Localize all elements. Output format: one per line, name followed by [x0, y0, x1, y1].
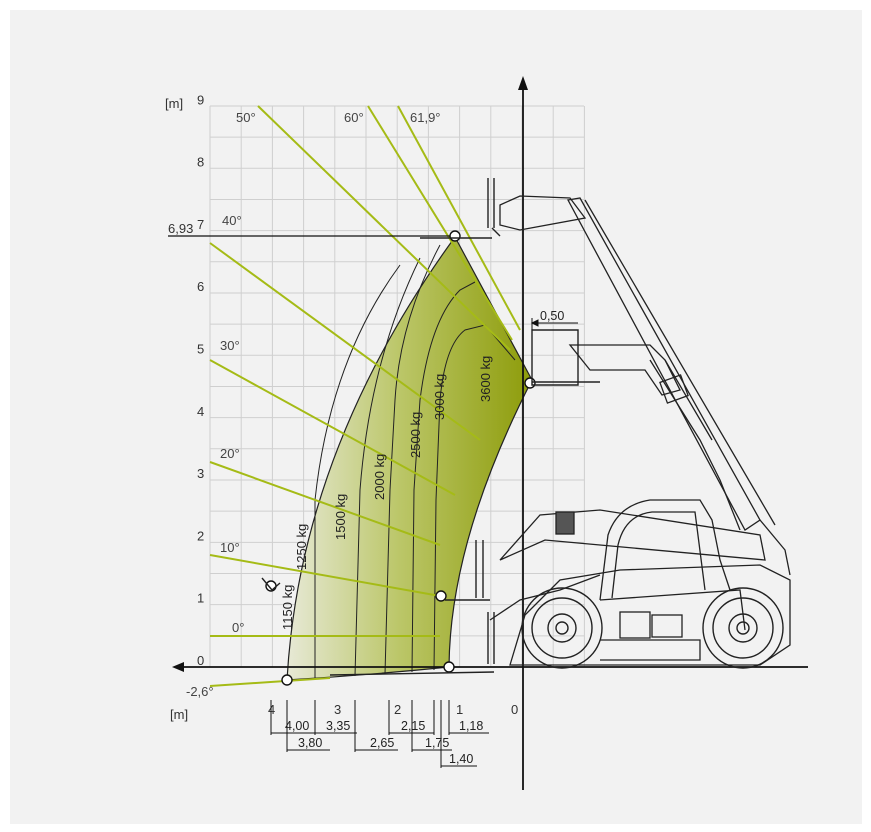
capacity-curve-2000 [384, 244, 441, 675]
y-unit-label: [m] [165, 96, 183, 111]
angle-line-50 [257, 105, 511, 351]
angle-label: 10° [220, 540, 240, 555]
fork-offset-dimension [530, 318, 578, 330]
angle-label: 20° [220, 446, 240, 461]
reach-dim-label: 3,35 [326, 719, 350, 733]
capacity-curve-1500 [354, 257, 421, 677]
angle-label: 50° [236, 110, 256, 125]
telehandler-body [509, 499, 791, 666]
x-unit-label: [m] [170, 707, 188, 722]
x-tick-label: 2 [394, 702, 401, 717]
diagram-panel: 0,50 [m] [m] 6,93 0 1 2 3 4 5 6 7 8 9 4 3 2 1 0 50° 60… [10, 10, 862, 824]
capacity-label: 2500 kg [408, 412, 423, 458]
angle-line-60 [367, 105, 513, 341]
angle-label: 0° [232, 620, 244, 635]
fork-carriages [261, 178, 600, 676]
y-tick-label: 3 [197, 466, 204, 481]
angle-label: 61,9° [410, 110, 441, 125]
fork-offset-label: 0,50 [540, 309, 564, 323]
reach-dim-label: 2,65 [370, 736, 394, 750]
rear-wheel [702, 587, 784, 669]
reach-dim-label: 1,75 [425, 736, 449, 750]
angle-label: -2,6° [186, 684, 214, 699]
angle-label: 60° [344, 110, 364, 125]
load-zone [286, 235, 533, 681]
angle-line-30 [209, 359, 456, 496]
y-axis-arrow [518, 76, 528, 90]
capacity-label: 1150 kg [280, 585, 295, 630]
max-height-label: 6,93 [168, 221, 193, 236]
capacity-curve-1250 [314, 264, 401, 678]
pivot-top [449, 230, 461, 242]
x-tick-label: 4 [268, 702, 275, 717]
x-tick-label: 3 [334, 702, 341, 717]
capacity-curve-2500 [411, 281, 476, 673]
y-tick-label: 0 [197, 653, 204, 668]
capacity-label: 3000 kg [432, 374, 447, 420]
capacity-curve-3000 [433, 324, 516, 671]
y-tick-label: 7 [197, 217, 204, 232]
angle-label: 30° [220, 338, 240, 353]
pivot-low [435, 590, 447, 602]
capacity-label: 1500 kg [333, 494, 348, 540]
y-tick-label: 4 [197, 404, 204, 419]
telescopic-boom [499, 195, 776, 531]
pivot-bottom [281, 674, 293, 686]
y-tick-label: 8 [197, 155, 204, 170]
y-tick-label: 6 [197, 279, 204, 294]
y-tick-label: 5 [197, 342, 204, 357]
x-tick-label: 0 [511, 702, 518, 717]
y-tick-label: 2 [197, 528, 204, 543]
load-chart: 0,50 [m] [m] 6,93 0 1 2 3 4 5 6 7 8 9 4 3 2 1 0 50° 60… [165, 76, 808, 790]
angle-line-20 [209, 461, 441, 546]
reach-dim-label: 2,15 [401, 719, 425, 733]
reach-dim-label: 1,18 [459, 719, 483, 733]
x-tick-label: 1 [456, 702, 463, 717]
reach-dim-label: 3,80 [298, 736, 322, 750]
angle-line-neg [209, 677, 331, 687]
reach-dim-label: 4,00 [285, 719, 309, 733]
capacity-label: 3600 kg [478, 356, 493, 402]
angle-line-61-9 [397, 105, 521, 331]
wheels [521, 587, 784, 669]
angle-line-10 [209, 554, 441, 597]
x-axis-arrow [172, 662, 184, 672]
reach-dim-label: 1,40 [449, 752, 473, 766]
capacity-label: 2000 kg [372, 454, 387, 500]
pivot-ground [443, 661, 455, 673]
y-tick-label: 9 [197, 92, 204, 107]
y-tick-label: 1 [197, 591, 204, 606]
angle-label: 40° [222, 213, 242, 228]
front-wheel [521, 587, 603, 669]
capacity-label: 1250 kg [294, 524, 309, 570]
pivot-mid [524, 377, 536, 389]
angle-line-40 [209, 242, 481, 441]
reach-dimensions [270, 700, 489, 768]
